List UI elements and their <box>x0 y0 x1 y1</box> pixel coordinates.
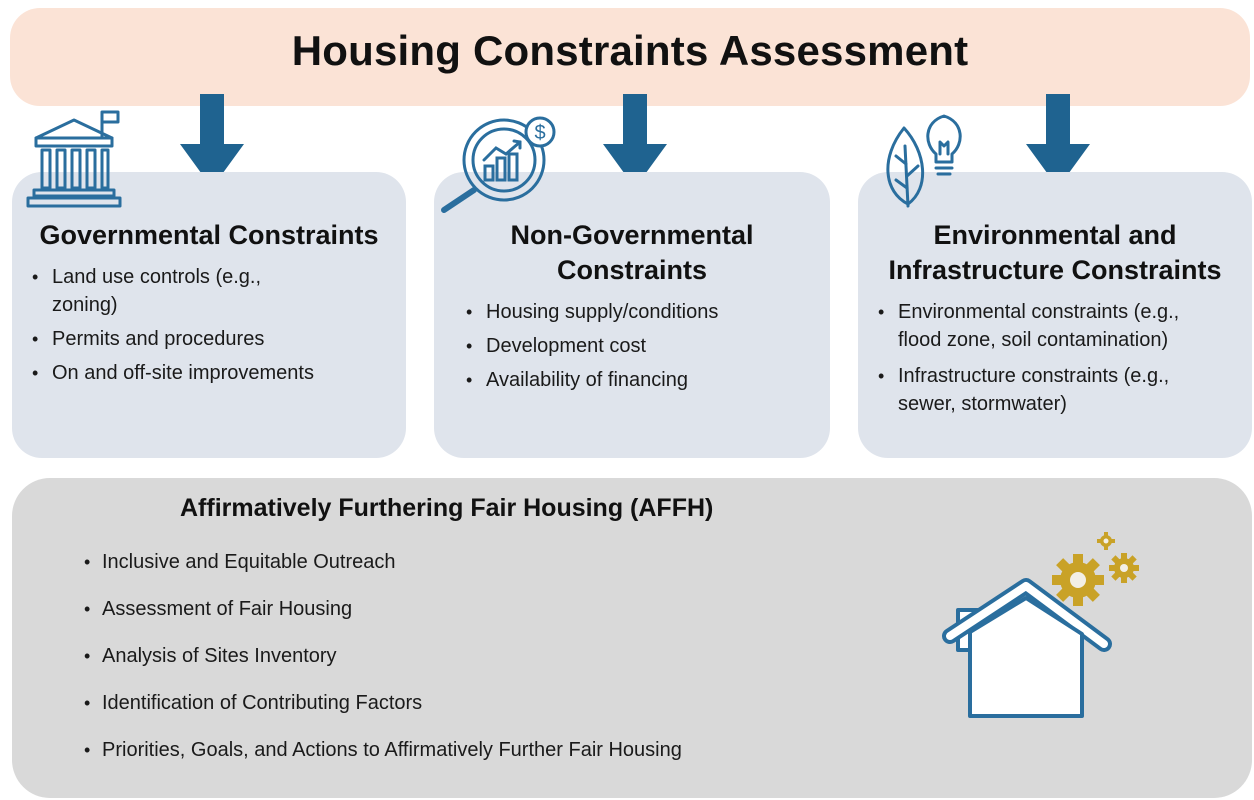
list-item: Priorities, Goals, and Actions to Affirm… <box>82 736 682 764</box>
card-title: Governmental Constraints <box>39 220 379 250</box>
list-item: Identification of Contributing Factors <box>82 689 682 717</box>
magnifier-chart-dollar-icon: $ <box>441 116 556 213</box>
leaf-lightbulb-icon <box>886 114 962 208</box>
card-list: Environmental constraints (e.g., flood z… <box>868 298 1252 418</box>
card-title-line2: Infrastructure Constraints <box>888 255 1222 285</box>
gear-large-icon <box>1052 554 1104 606</box>
card-title-line1: Non-Governmental <box>510 220 754 250</box>
list-item: Availability of financing <box>456 366 830 394</box>
list-item: Assessment of Fair Housing <box>82 595 682 623</box>
gear-medium-icon <box>1109 553 1139 583</box>
card-title: Non-Governmental Constraints <box>434 218 830 288</box>
card-list: Housing supply/conditions Development co… <box>456 298 830 394</box>
list-item: Analysis of Sites Inventory <box>82 642 682 670</box>
list-item: Environmental constraints (e.g., flood z… <box>868 298 1228 354</box>
list-item: Inclusive and Equitable Outreach <box>82 548 682 576</box>
dollar-symbol: $ <box>534 122 545 144</box>
governmental-constraints-card: Governmental Constraints Land use contro… <box>12 172 406 458</box>
list-item: On and off-site improvements <box>22 359 406 387</box>
house-gears-icon <box>942 532 1139 718</box>
affh-title: Affirmatively Furthering Fair Housing (A… <box>180 494 714 522</box>
list-item: Infrastructure constraints (e.g., sewer,… <box>868 362 1228 418</box>
card-title-line1: Environmental and <box>933 220 1177 250</box>
gear-small-icon <box>1097 532 1115 550</box>
list-item: Housing supply/conditions <box>456 298 830 326</box>
affh-list: Inclusive and Equitable Outreach Assessm… <box>82 548 682 783</box>
card-title: Environmental and Infrastructure Constra… <box>858 218 1252 288</box>
non-governmental-constraints-card: Non-Governmental Constraints Housing sup… <box>434 172 830 458</box>
list-item: Development cost <box>456 332 830 360</box>
list-item: Permits and procedures <box>22 325 406 353</box>
environmental-infrastructure-constraints-card: Environmental and Infrastructure Constra… <box>858 172 1252 458</box>
house-outline <box>942 578 1112 718</box>
government-building-icon <box>26 110 122 208</box>
down-arrow-environmental <box>1026 94 1090 188</box>
list-item: Land use controls (e.g., zoning) <box>22 263 282 319</box>
title-banner: Housing Constraints Assessment <box>10 8 1250 106</box>
page-title: Housing Constraints Assessment <box>291 27 969 74</box>
card-title-line2: Constraints <box>556 255 708 285</box>
card-list: Land use controls (e.g., zoning) Permits… <box>22 263 406 387</box>
down-arrow-non-governmental <box>603 94 667 188</box>
down-arrow-governmental <box>180 94 244 188</box>
